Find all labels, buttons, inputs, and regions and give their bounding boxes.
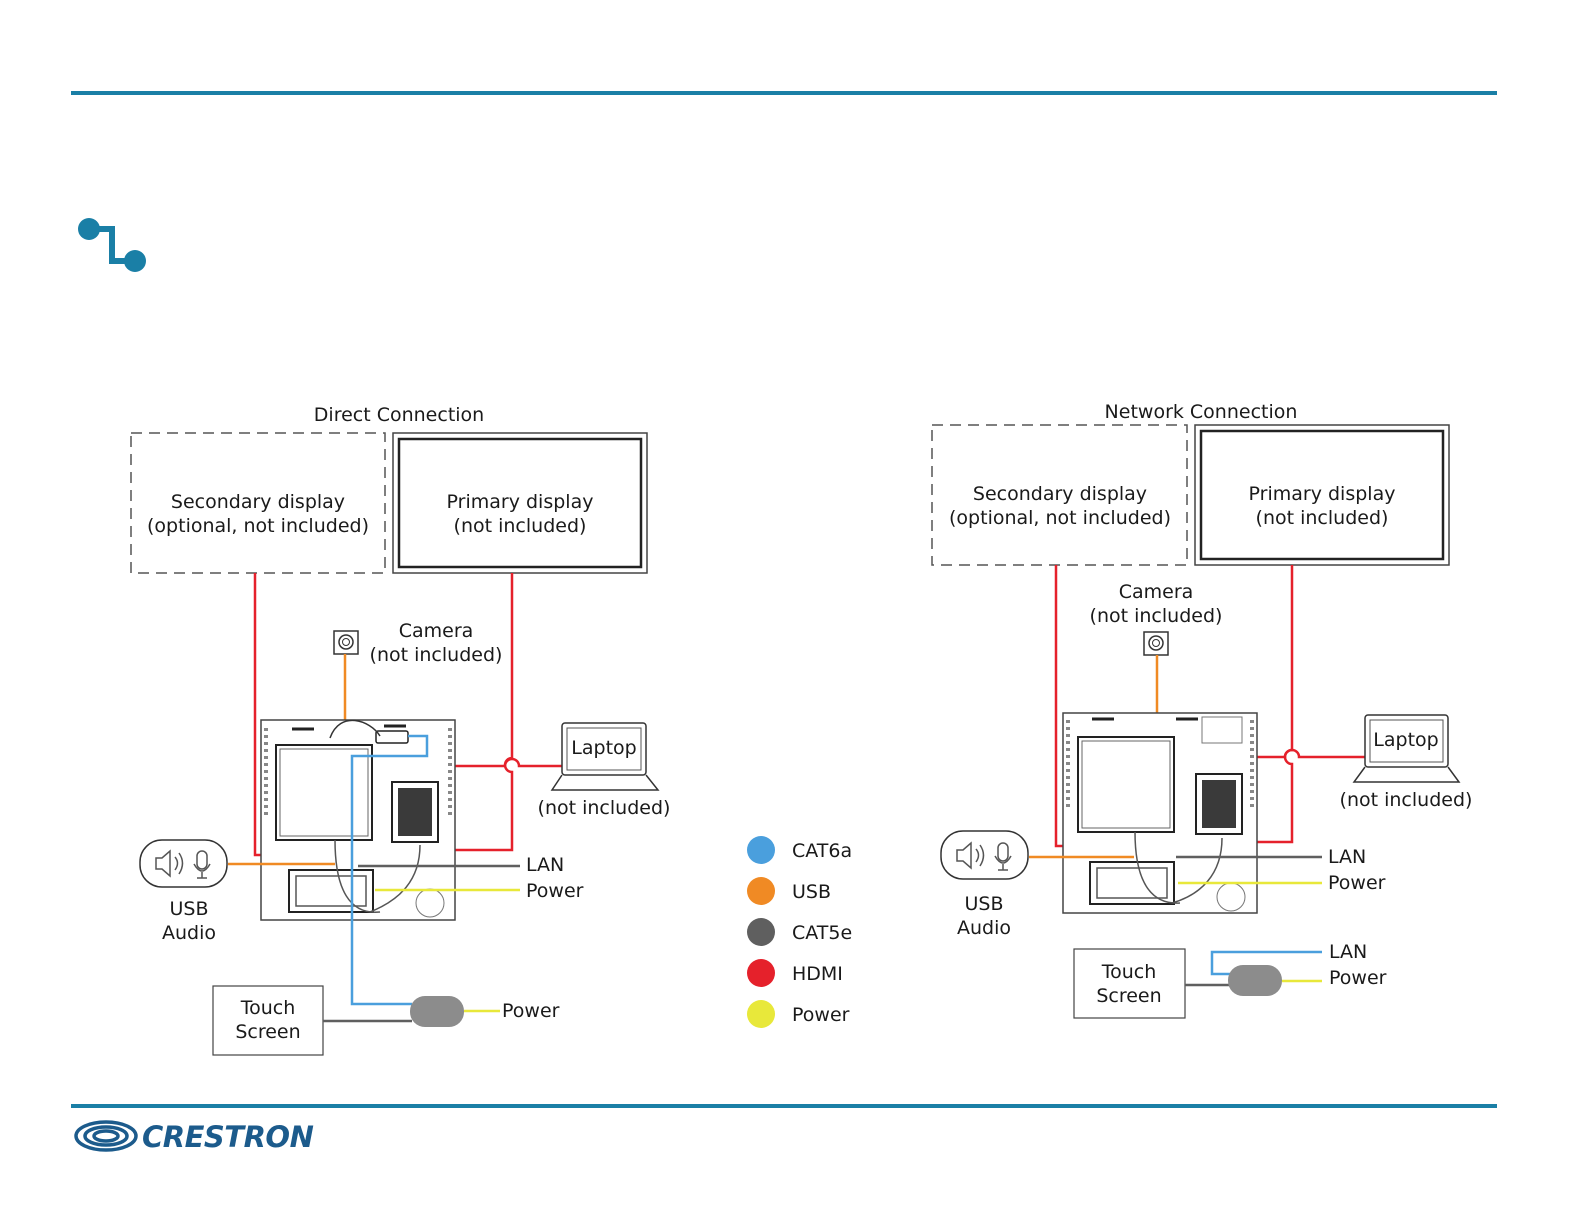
direct-primary-line2: (not included): [454, 515, 587, 537]
direct-secondary-line1: Secondary display: [171, 491, 345, 513]
direct-usb-audio-line1: USB: [169, 898, 208, 920]
direct-camera-line2: (not included): [370, 644, 503, 666]
crestron-logo-text: CRESTRON: [142, 1120, 314, 1154]
direct-secondary-line2: (optional, not included): [147, 515, 369, 537]
direct-connection-diagram: Direct Connection Secondary display (opt…: [130, 404, 671, 1056]
network-usb-audio-line1: USB: [964, 893, 1003, 915]
network-secondary-display: [931, 424, 1188, 566]
direct-power-brick: [410, 996, 464, 1027]
network-primary-line1: Primary display: [1249, 483, 1396, 505]
direct-camera-icon: [333, 630, 359, 655]
network-primary-display: [1194, 424, 1450, 566]
network-touch-lan-label: LAN: [1329, 941, 1367, 963]
network-laptop-label: Laptop: [1373, 729, 1438, 751]
direct-touch-line2: Screen: [235, 1021, 300, 1043]
network-lan-label: LAN: [1328, 846, 1366, 868]
footer-rule: [71, 1104, 1497, 1108]
direct-touch-screen: [212, 985, 324, 1056]
direct-camera-line1: Camera: [399, 620, 474, 642]
direct-secondary-display: [130, 432, 386, 574]
network-primary-line2: (not included): [1256, 507, 1389, 529]
direct-laptop-icon: [550, 722, 660, 791]
direct-primary-line1: Primary display: [447, 491, 594, 513]
legend-swatch-hdmi: [747, 959, 775, 987]
connection-path-icon: [78, 218, 146, 272]
network-camera-icon: [1143, 631, 1169, 656]
legend-label-hdmi: HDMI: [792, 963, 843, 985]
network-touch-line2: Screen: [1096, 985, 1161, 1007]
network-touch-line1: Touch: [1101, 961, 1157, 983]
legend-label-cat6a: CAT6a: [792, 840, 852, 862]
crestron-swirl-icon: [74, 1120, 138, 1152]
network-connection-diagram: Network Connection Secondary display (op…: [931, 401, 1473, 1019]
network-touch-screen: [1073, 948, 1186, 1019]
network-camera-line1: Camera: [1119, 581, 1194, 603]
network-power-brick: [1228, 965, 1282, 996]
network-usb-audio-icon: [940, 830, 1029, 880]
legend-label-usb: USB: [792, 881, 831, 903]
network-laptop-icon: [1352, 714, 1461, 783]
network-title: Network Connection: [1105, 401, 1298, 423]
legend-label-cat5e: CAT5e: [792, 922, 852, 944]
direct-power-label: Power: [526, 880, 584, 902]
direct-usb-audio-line2: Audio: [162, 922, 216, 944]
direct-usb-audio-icon: [139, 839, 228, 888]
direct-laptop-note: (not included): [538, 797, 671, 819]
legend-label-power: Power: [792, 1004, 850, 1026]
network-secondary-line1: Secondary display: [973, 483, 1147, 505]
legend-swatch-cat6a: [747, 836, 775, 864]
network-touch-power-label: Power: [1329, 967, 1387, 989]
network-camera-line2: (not included): [1090, 605, 1223, 627]
network-laptop-note: (not included): [1340, 789, 1473, 811]
legend-swatch-cat5e: [747, 918, 775, 946]
crestron-logo: CRESTRON: [74, 1120, 314, 1154]
network-power-label: Power: [1328, 872, 1386, 894]
direct-laptop-label: Laptop: [571, 737, 636, 759]
network-usb-audio-line2: Audio: [957, 917, 1011, 939]
direct-touch-line1: Touch: [240, 997, 296, 1019]
legend-swatch-power: [747, 1000, 775, 1028]
network-secondary-line2: (optional, not included): [949, 507, 1171, 529]
network-mounting-plate: [1062, 712, 1258, 914]
header-rule: [71, 91, 1497, 95]
direct-lan-label: LAN: [526, 854, 564, 876]
direct-title: Direct Connection: [314, 404, 484, 426]
legend-swatch-usb: [747, 877, 775, 905]
direct-touch-power-label: Power: [502, 1000, 560, 1022]
direct-primary-display: [392, 432, 648, 574]
direct-mounting-plate: [260, 719, 456, 921]
